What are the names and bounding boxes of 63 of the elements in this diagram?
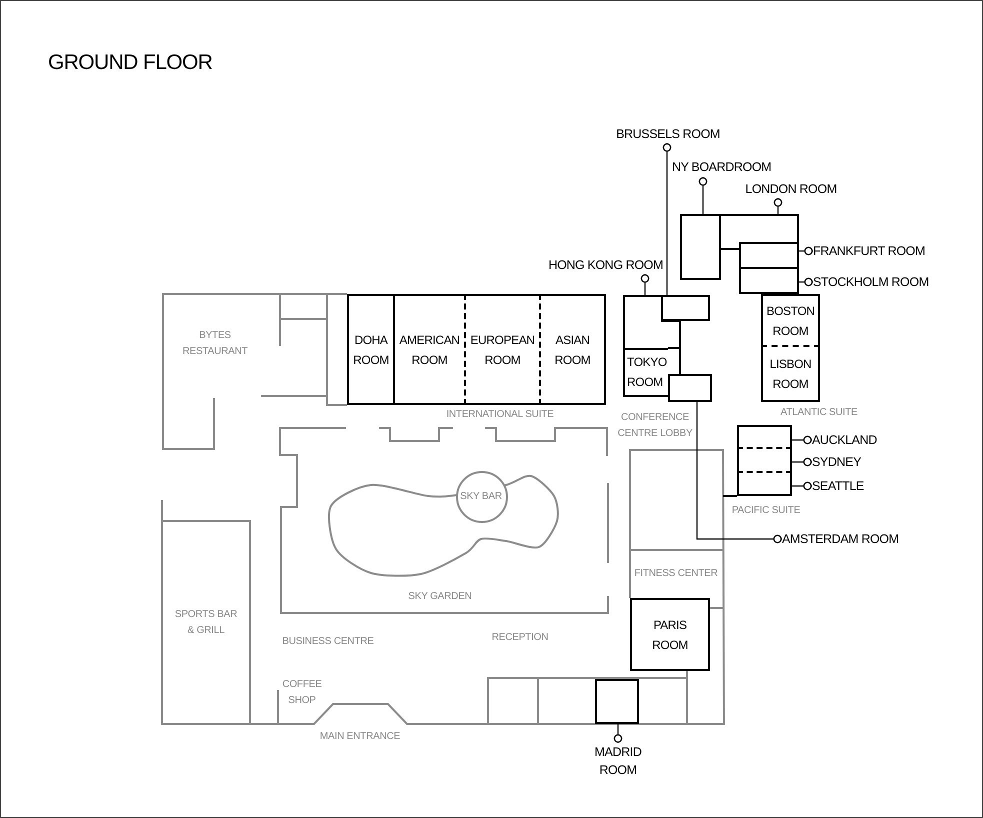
- area-label: RECEPTION: [490, 631, 550, 645]
- leader-line: [640, 274, 650, 295]
- room-label: DOHA ROOM: [352, 332, 390, 368]
- room-box: [395, 294, 464, 405]
- room-box: [680, 214, 721, 280]
- area-label: INTERNATIONAL SUITE: [445, 408, 555, 422]
- room-name: STOCKHOLM ROOM: [813, 273, 963, 291]
- room-label: ASIAN ROOM: [554, 332, 592, 368]
- leader-line: [792, 436, 812, 444]
- room-box: [661, 295, 710, 321]
- area-label: BUSINESS CENTRE: [281, 635, 375, 649]
- room-name: HONG KONG ROOM: [539, 256, 663, 274]
- room-box: [721, 214, 799, 242]
- floor-title: GROUND FLOOR: [48, 51, 212, 75]
- room-label: BOSTON ROOM: [765, 302, 816, 340]
- area-label: FITNESS CENTER: [633, 567, 719, 581]
- room-name: MADRID ROOM: [578, 743, 658, 783]
- room-box: [539, 294, 606, 405]
- area-label: SPORTS BAR & GRILL: [174, 608, 238, 638]
- room-box: [595, 679, 639, 724]
- room-box: [737, 449, 792, 473]
- room-box: [737, 473, 792, 496]
- room-box: [623, 348, 668, 397]
- area-label: PACIFIC SUITE: [730, 504, 802, 518]
- leader-line: [696, 402, 782, 544]
- room-label: PARIS ROOM: [651, 616, 689, 654]
- leader-line: [698, 177, 708, 214]
- room-name: LONDON ROOM: [731, 180, 851, 198]
- room-name: SEATTLE: [812, 477, 902, 495]
- room-name: AUCKLAND: [812, 431, 902, 449]
- room-label: TOKYO ROOM: [627, 354, 668, 391]
- room-box: [464, 294, 539, 405]
- room-box: [761, 294, 820, 347]
- room-label: LISBON ROOM: [768, 356, 812, 392]
- leader-line: [792, 482, 812, 490]
- room-label: EUROPEAN ROOM: [469, 332, 536, 368]
- area-label: SKY GARDEN: [407, 590, 473, 604]
- room-box: [347, 294, 395, 405]
- leader-line: [774, 198, 782, 214]
- leader-line: [799, 278, 813, 286]
- room-label: AMERICAN ROOM: [398, 332, 461, 368]
- room-box: [739, 269, 799, 294]
- room-name: SYDNEY: [812, 453, 902, 471]
- area-label: SKY BAR: [459, 490, 503, 504]
- leader-line: [662, 143, 672, 295]
- room-name: NY BOARDROOM: [672, 158, 782, 177]
- room-name: AMSTERDAM ROOM: [782, 530, 922, 548]
- room-name: BRUSSELS ROOM: [609, 125, 727, 143]
- leader-line: [792, 458, 812, 466]
- area-label: CONFERENCE CENTRE LOBBY: [616, 411, 694, 441]
- area-label: ATLANTIC SUITE: [779, 406, 859, 420]
- room-box: [761, 347, 820, 402]
- room-box: [668, 374, 712, 402]
- area-label: MAIN ENTRANCE: [318, 730, 402, 744]
- room-box: [739, 242, 799, 269]
- room-name: FRANKFURT ROOM: [813, 242, 953, 260]
- room-box: [737, 425, 792, 449]
- room-box: [630, 598, 710, 671]
- room-box: [623, 295, 661, 348]
- area-label: BYTES RESTAURANT: [181, 329, 249, 359]
- leader-line: [614, 724, 622, 743]
- area-label: COFFEE SHOP: [281, 678, 323, 708]
- leader-line: [799, 246, 813, 256]
